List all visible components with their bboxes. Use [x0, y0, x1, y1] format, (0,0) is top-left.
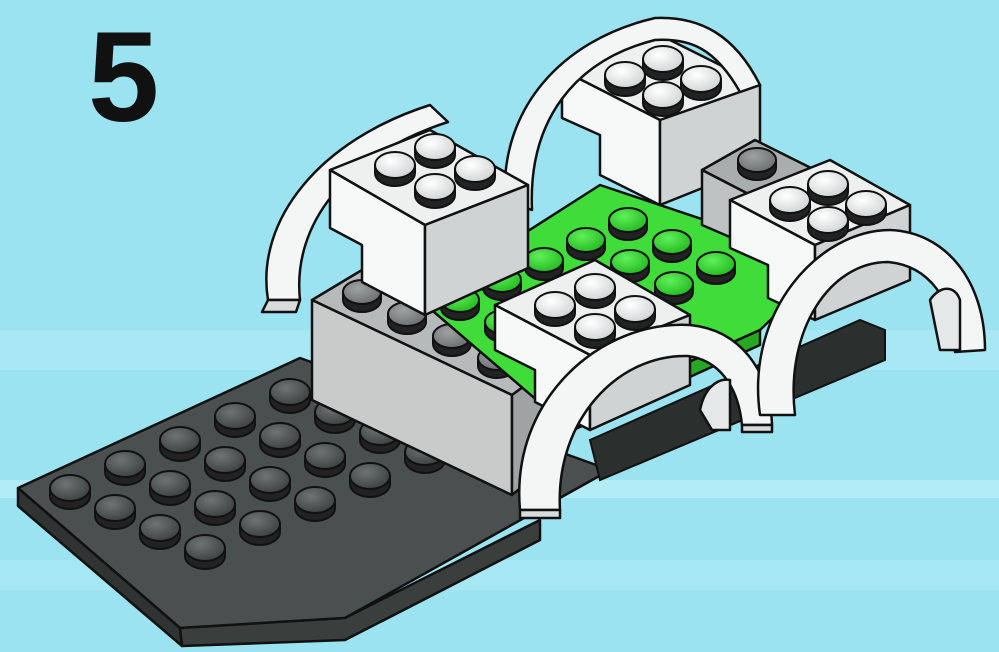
dark-plate-stud	[270, 379, 310, 413]
green-plate-stud	[609, 208, 647, 240]
white-brick-stud	[681, 66, 721, 100]
green-plate-stud	[653, 230, 691, 262]
green-plate-stud	[567, 228, 605, 260]
white-brick-stud	[375, 152, 415, 186]
dark-plate-stud	[205, 447, 245, 481]
white-brick-stud	[846, 191, 886, 225]
white-brick-stud	[808, 207, 848, 241]
white-brick-stud	[455, 156, 495, 190]
white-brick-stud	[770, 187, 810, 221]
dark-plate-stud	[50, 475, 90, 509]
dark-plate-stud	[215, 403, 255, 437]
white-brick-stud	[535, 292, 575, 326]
white-brick-stud	[615, 296, 655, 330]
white-brick-stud	[605, 62, 645, 96]
white-brick-stud	[643, 82, 683, 116]
dark-plate-stud	[140, 515, 180, 549]
dark-plate-stud	[160, 427, 200, 461]
white-brick-stud	[808, 171, 848, 205]
dark-plate-stud	[305, 443, 345, 477]
dark-plate-stud	[240, 511, 280, 545]
dark-plate-stud	[260, 423, 300, 457]
dark-plate-stud	[250, 467, 290, 501]
green-plate-stud	[525, 248, 563, 280]
white-brick-stud	[415, 174, 455, 208]
dark-plate-stud	[105, 451, 145, 485]
dark-plate-stud	[195, 491, 235, 525]
dark-plate-stud	[95, 495, 135, 529]
dark-plate-stud	[150, 471, 190, 505]
white-brick-stud	[575, 274, 615, 308]
white-brick-stud	[643, 46, 683, 80]
gray-brick-stud	[738, 148, 776, 180]
dark-plate-stud	[350, 463, 390, 497]
dark-plate-stud	[185, 535, 225, 569]
green-plate-stud	[697, 252, 735, 284]
white-brick-stud	[415, 134, 455, 168]
dark-plate-stud	[295, 487, 335, 521]
